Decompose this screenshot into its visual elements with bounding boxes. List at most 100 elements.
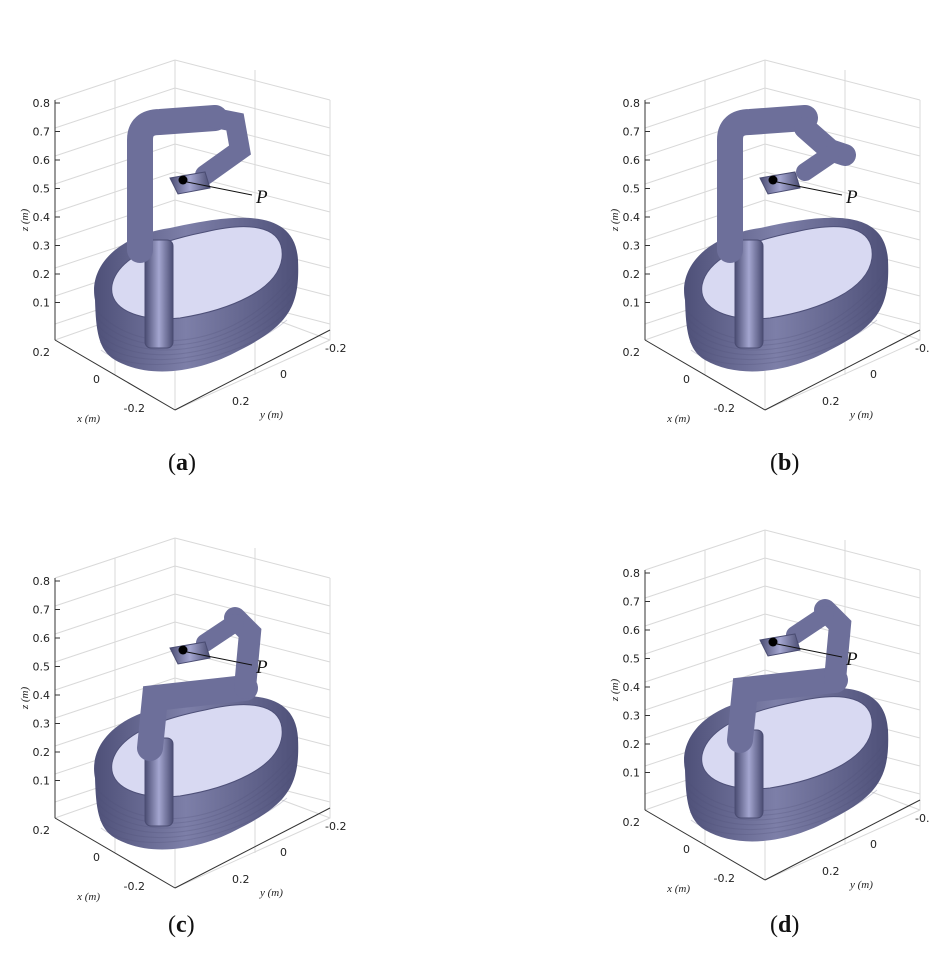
workspace-surface [684,217,889,372]
panel-b: 0.8 0.7 0.6 0.5 0.4 0.3 0.2 0.1 z (m) 0.2 0 -0.2 x (… [590,59,939,500]
x-tick-label: 0 [683,373,690,386]
point-p-leader [776,643,843,658]
x-tick-label: 0.2 [33,346,51,359]
x-tick-label: 0 [683,843,690,856]
x-tick-label: 0.2 [33,824,51,837]
y-axis-label: y (m) [849,879,873,891]
caption-letter: d [778,912,792,938]
axes [54,100,331,411]
workspace-surface [94,695,299,850]
caption-letter: b [778,450,792,476]
point-p-leader [186,651,253,666]
x-axis-label: x (m) [666,883,690,895]
point-p-label: P [255,657,268,678]
caption-close: ) [188,450,196,476]
caption-open: ( [168,450,176,476]
caption-letter: a [176,450,188,476]
z-tick-label: 0.3 [33,240,51,253]
z-tick-label: 0.6 [623,624,641,637]
robot-arm [717,105,856,349]
z-tick-label: 0.5 [33,183,51,196]
x-tick-label: -0.2 [714,402,735,415]
plot-d: 0.80.70.60.50.40.30.20.1z (m)0.20-0.2x (… [609,529,929,895]
caption-close: ) [186,912,195,938]
panel-caption-b: (b) [770,450,799,477]
z-tick-label: 0.7 [623,126,641,139]
z-tick-label: 0.4 [623,681,641,694]
z-tick-label: 0.4 [623,211,641,224]
point-p-leader [776,181,843,196]
z-tick-label: 0.2 [33,746,51,759]
z-tick-label: 0.6 [623,154,641,167]
z-tick-label: 0.8 [33,97,51,110]
z-axis-label: z (m) [609,209,621,233]
x-tick-label: 0.2 [623,816,641,829]
y-tick-label: 0 [870,368,877,381]
point-p-marker [178,645,188,655]
panel-caption-a: (a) [168,450,196,477]
y-axis-label: y (m) [259,887,283,899]
workspace-surface [94,217,299,372]
y-tick-label: -0. [915,342,929,355]
z-tick-label: 0.1 [33,297,51,310]
y-tick-label: 0.2 [232,395,250,408]
x-tick-label: -0.2 [124,880,145,893]
axes [54,578,331,889]
z-tick-label: 0.5 [623,653,641,666]
panel-a: 0.8 0.7 0.6 0.5 0.4 0.3 0.2 0.1 z (m) 0.2 0 -0.2 x (… [0,59,440,500]
point-p-label: P [845,649,858,670]
z-tick-label: 0.5 [623,183,641,196]
y-tick-label: -0.2 [325,342,346,355]
z-tick-label: 0.2 [33,268,51,281]
caption-open: ( [770,912,778,938]
x-tick-label: -0.2 [124,402,145,415]
z-tick-label: 0.8 [623,567,641,580]
z-tick-label: 0.3 [33,718,51,731]
x-axis-label: x (m) [76,413,100,425]
y-tick-label: 0.2 [822,865,840,878]
z-tick-label: 0.8 [33,575,51,588]
plot-a: 0.8 0.7 0.6 0.5 0.4 0.3 0.2 0.1 z (m) 0.2 0 -0.2 x (… [19,59,346,425]
x-axis-label: x (m) [76,891,100,903]
workspace-surface [684,687,889,842]
z-axis-label: z (m) [19,209,31,233]
x-tick-label: 0 [93,851,100,864]
y-tick-label: 0.2 [232,873,250,886]
axes [644,570,921,881]
x-tick-label: 0.2 [623,346,641,359]
z-tick-label: 0.1 [623,767,641,780]
caption-close: ) [791,912,800,938]
caption-letter: c [176,912,187,938]
point-p-label: P [255,187,268,208]
point-p-marker [178,175,188,185]
y-tick-label: 0 [280,368,287,381]
z-tick-label: 0.2 [623,738,641,751]
x-tick-label: -0.2 [714,872,735,885]
x-axis-label: x (m) [666,413,690,425]
y-tick-label: 0 [870,838,877,851]
z-tick-label: 0.1 [623,297,641,310]
y-tick-label: 0.2 [822,395,840,408]
z-tick-label: 0.7 [33,604,51,617]
z-tick-label: 0.8 [623,97,641,110]
z-tick-label: 0.6 [33,154,51,167]
z-axis-label: z (m) [19,687,31,711]
caption-close: ) [791,450,800,476]
plot-c: 0.80.70.60.50.40.30.20.1z (m)0.20-0.2x (… [19,537,346,903]
point-p-leader [186,181,253,196]
z-tick-label: 0.6 [33,632,51,645]
z-tick-label: 0.7 [33,126,51,139]
z-tick-label: 0.3 [623,710,641,723]
z-tick-label: 0.3 [623,240,641,253]
z-tick-label: 0.5 [33,661,51,674]
panel-caption-c: (c) [168,912,195,939]
z-tick-label: 0.4 [33,211,51,224]
y-axis-label: y (m) [849,409,873,421]
panel-caption-d: (d) [770,912,799,939]
y-tick-label: -0.2 [325,820,346,833]
robot-arm [137,607,262,827]
z-tick-label: 0.2 [623,268,641,281]
y-tick-label: -0. [915,812,929,825]
y-axis-label: y (m) [259,409,283,421]
